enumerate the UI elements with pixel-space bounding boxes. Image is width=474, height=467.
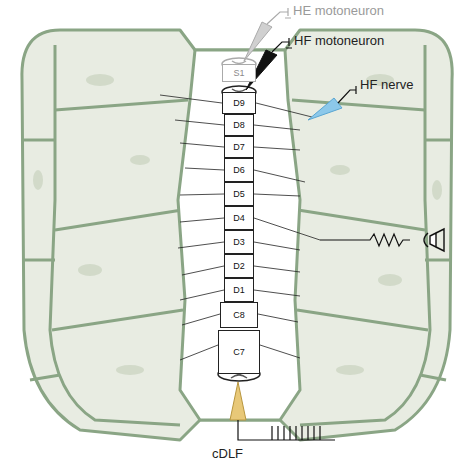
spinal-segment: D7 xyxy=(224,136,254,158)
segment-label: D8 xyxy=(233,121,245,130)
scute-texture xyxy=(33,74,442,375)
segment-label: D3 xyxy=(233,238,245,247)
spinal-segment: C8 xyxy=(220,302,258,328)
cdlf-wire xyxy=(238,420,262,440)
spinal-segment: D8 xyxy=(224,114,254,136)
segment-label: D6 xyxy=(233,166,245,175)
scute-borders xyxy=(22,45,452,425)
annotation-label: HF motoneuron xyxy=(294,34,384,48)
recording-spring xyxy=(320,234,410,246)
spinal-segment: D6 xyxy=(224,158,254,182)
cdlf-electrode xyxy=(230,382,246,420)
carapace-outline xyxy=(22,30,452,440)
segment-label: C8 xyxy=(233,311,245,320)
segment-label: D2 xyxy=(233,262,245,271)
segment-label: D5 xyxy=(233,190,245,199)
spinal-segment: D1 xyxy=(224,278,254,302)
segment-label: D1 xyxy=(233,286,245,295)
spinal-segment: D3 xyxy=(224,230,254,254)
annotation-label: HE motoneuron xyxy=(293,4,384,18)
spinal-segment: D5 xyxy=(224,182,254,206)
spinal-segment: S1 xyxy=(222,64,256,82)
spinal-segment: D4 xyxy=(224,206,254,230)
spinal-segment: D2 xyxy=(224,254,254,278)
spinal-segment: D9 xyxy=(222,92,256,114)
hf-wire xyxy=(272,38,292,52)
hf-nerve-wire xyxy=(338,86,356,103)
annotation-label: HF nerve xyxy=(360,78,413,92)
exposed-spinal-region xyxy=(178,50,300,420)
speaker-icon xyxy=(424,229,444,251)
annotation-label: cDLF xyxy=(212,447,243,461)
segment-label: D9 xyxy=(233,99,245,108)
segment-label: S1 xyxy=(233,69,244,78)
stimulus-train xyxy=(262,426,335,440)
hf-nerve-electrode xyxy=(308,98,342,120)
spinal-segment: C7 xyxy=(218,330,260,374)
spinal-nerves xyxy=(160,95,320,360)
segment-label: D7 xyxy=(233,143,245,152)
he-wire xyxy=(267,8,291,24)
segment-label: D4 xyxy=(233,214,245,223)
segment-label: C7 xyxy=(233,348,245,357)
